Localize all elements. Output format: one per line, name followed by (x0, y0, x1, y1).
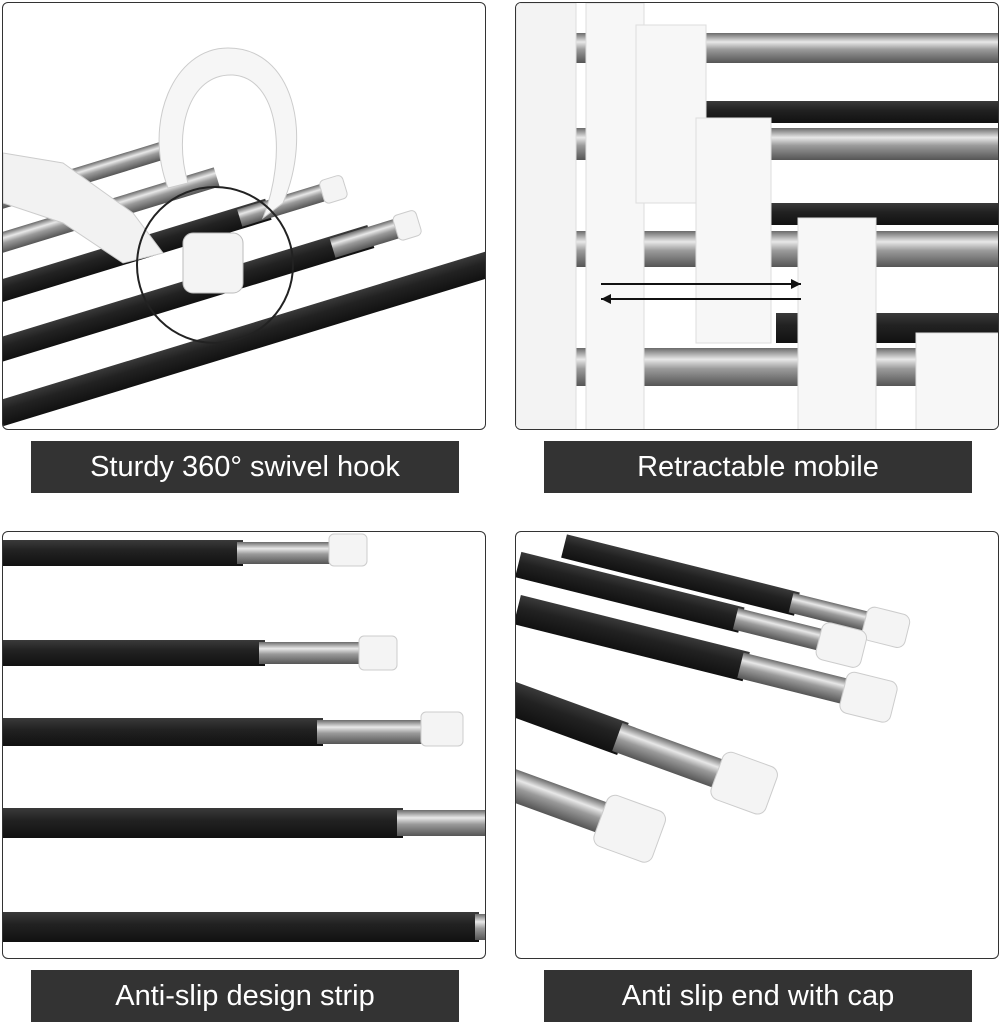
caption-retractable: Retractable mobile (544, 441, 972, 493)
swivel-hook-photo (2, 2, 486, 430)
caption-anti-slip-strip: Anti-slip design strip (31, 970, 459, 1022)
end-cap-photo (515, 531, 999, 959)
retractable-photo (515, 2, 999, 430)
caption-swivel-hook: Sturdy 360° swivel hook (31, 441, 459, 493)
caption-end-cap: Anti slip end with cap (544, 970, 972, 1022)
anti-slip-strip-photo (2, 531, 486, 959)
